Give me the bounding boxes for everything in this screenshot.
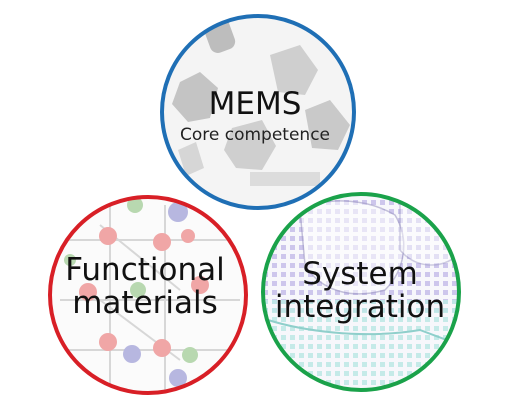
system-integration-ring bbox=[261, 192, 461, 392]
mems-subtitle: Core competence bbox=[179, 125, 330, 145]
system-integration-line2: integration bbox=[274, 288, 446, 325]
system-integration-label: System integration bbox=[255, 258, 465, 323]
mems-background-image bbox=[162, 16, 354, 208]
mems-title: MEMS bbox=[208, 86, 302, 122]
functional-materials-line2: materials bbox=[72, 284, 218, 321]
mems-ring bbox=[160, 14, 356, 210]
functional-materials-background-image bbox=[50, 197, 246, 393]
system-integration-line1: System bbox=[302, 256, 418, 292]
functional-materials-label: Functional materials bbox=[40, 254, 250, 319]
functional-materials-line1: Functional bbox=[65, 252, 225, 288]
functional-materials-ring bbox=[48, 195, 248, 395]
